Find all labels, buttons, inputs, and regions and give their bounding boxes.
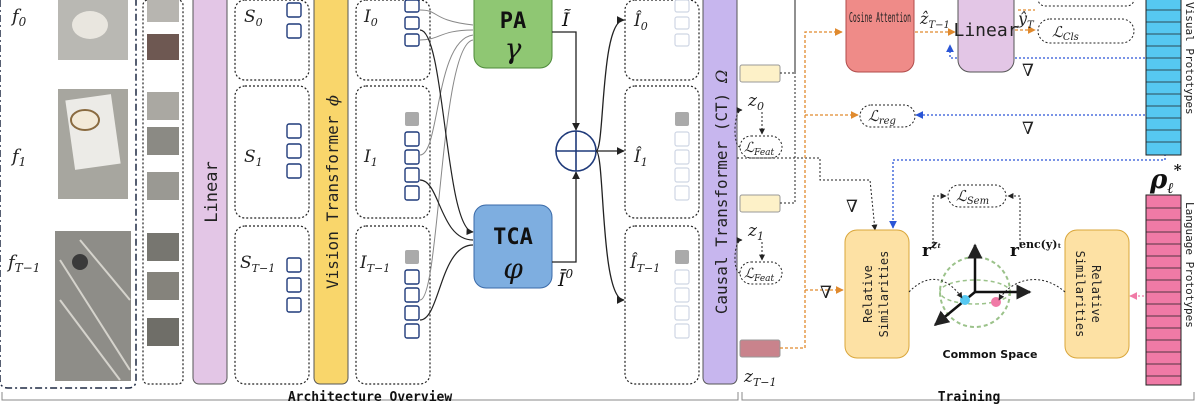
zT-label: zT−1 <box>743 367 777 389</box>
relsim-right-label: RelativeSimilarities <box>1073 251 1103 338</box>
language-point <box>991 297 1001 307</box>
svg-text:∇: ∇ <box>846 197 858 217</box>
i1-label: I1 <box>363 147 378 169</box>
pa-block: PA γ <box>473 0 553 69</box>
svg-text:∇: ∇ <box>1022 61 1034 81</box>
yhat-label: ŷT <box>1017 9 1035 31</box>
f1-label: f1 <box>10 146 26 169</box>
lang-protos-label: Language Prototypes <box>1183 202 1196 328</box>
frame-fT <box>55 231 131 381</box>
common-space-label: Common Space <box>943 348 1038 361</box>
linear-right-block: Linear <box>953 0 1019 73</box>
i0-label: I0 <box>363 7 378 29</box>
fT-label: fT−1 <box>6 252 40 275</box>
f0-label: f0 <box>10 6 27 29</box>
sem-loss: ℒSem <box>932 184 1021 244</box>
patches-column <box>142 0 184 385</box>
tca-block: TCA φ <box>473 204 553 289</box>
cosine-attention-block: Cosine Attention <box>845 0 915 73</box>
vit-label: Vision Transformer ϕ <box>323 95 342 289</box>
itilde-label: Ĩ <box>561 9 571 31</box>
section-label-right: Training <box>937 390 1001 405</box>
rho-label: ρℓ* <box>1149 161 1182 197</box>
relsim-right: RelativeSimilarities <box>1064 229 1130 359</box>
sT-label: ST−1 <box>240 253 275 275</box>
z0-label: z0 <box>747 91 764 113</box>
linear-label: Linear <box>202 161 222 222</box>
frames-group: f0 f1 fT−1 <box>0 0 137 389</box>
ct-block: Causal Transformer (CT) Ω <box>702 0 738 385</box>
r-zt-label: rzₜ <box>922 238 941 261</box>
pa-label: PA <box>500 9 527 34</box>
visual-point <box>960 295 970 305</box>
language-prototypes: Language Prototypes ρℓ* <box>1145 161 1196 386</box>
section-label-left: Architecture Overview <box>287 390 453 405</box>
section-brackets <box>1 392 1195 401</box>
ct-label: Causal Transformer (CT) Ω <box>712 70 731 314</box>
feat-loss-2: ℒFeat <box>744 266 775 284</box>
o0-label: Î0 <box>633 10 648 33</box>
linear-right-label: Linear <box>953 20 1018 41</box>
spatial-tokens: S0 S1 ST−1 <box>234 0 310 385</box>
o1-label: Î1 <box>633 146 648 169</box>
frame-f0 <box>58 0 128 60</box>
s0-label: S0 <box>244 7 263 29</box>
common-space: Common Space <box>933 243 1038 361</box>
output-tokens: Î0 Î1 ÎT−1 <box>624 0 700 385</box>
visual-prototypes: Visual Prototypes <box>1145 0 1196 156</box>
z1-label: z1 <box>747 221 764 243</box>
tca-symbol: φ <box>503 252 523 285</box>
visual-protos-label: Visual Prototypes <box>1183 2 1196 115</box>
ibar-label: Ī0 <box>557 267 574 291</box>
r-enc-label: renc(y)ₜ <box>1010 238 1062 261</box>
vit-block: Vision Transformer ϕ <box>313 0 349 385</box>
cls-loss: ℒCls <box>1037 18 1135 44</box>
reg-loss: ℒreg <box>859 104 916 128</box>
fan-lines <box>419 9 474 301</box>
z-tokens: z0 z1 zT−1 <box>739 64 781 389</box>
feat-loss-1: ℒFeat <box>744 140 775 158</box>
tca-label: TCA <box>493 225 533 250</box>
pa-symbol: γ <box>505 32 522 65</box>
linear-block: Linear <box>192 0 228 385</box>
nabla-labels: ∇ ∇ ∇ ∇ <box>820 61 1034 303</box>
s1-label: S1 <box>244 147 263 169</box>
svg-text:∇: ∇ <box>820 283 832 303</box>
input-tokens: I0 I1 IT−1 <box>355 0 431 385</box>
oplus-node <box>555 130 597 172</box>
iT-label: IT−1 <box>359 253 390 275</box>
feat-losses: ℒFeat ℒFeat <box>734 107 783 285</box>
oT-label: ÎT−1 <box>629 252 660 275</box>
svg-text:ℒSem: ℒSem <box>956 187 989 207</box>
svg-text:∇: ∇ <box>1022 119 1034 139</box>
svg-text:ℒreg: ℒreg <box>868 107 896 127</box>
zhat-label: ẑT−1 <box>919 9 950 31</box>
svg-text:ℒCls: ℒCls <box>1052 23 1079 43</box>
frame-f1 <box>58 89 128 199</box>
cosine-label: Cosine Attention <box>849 11 911 26</box>
